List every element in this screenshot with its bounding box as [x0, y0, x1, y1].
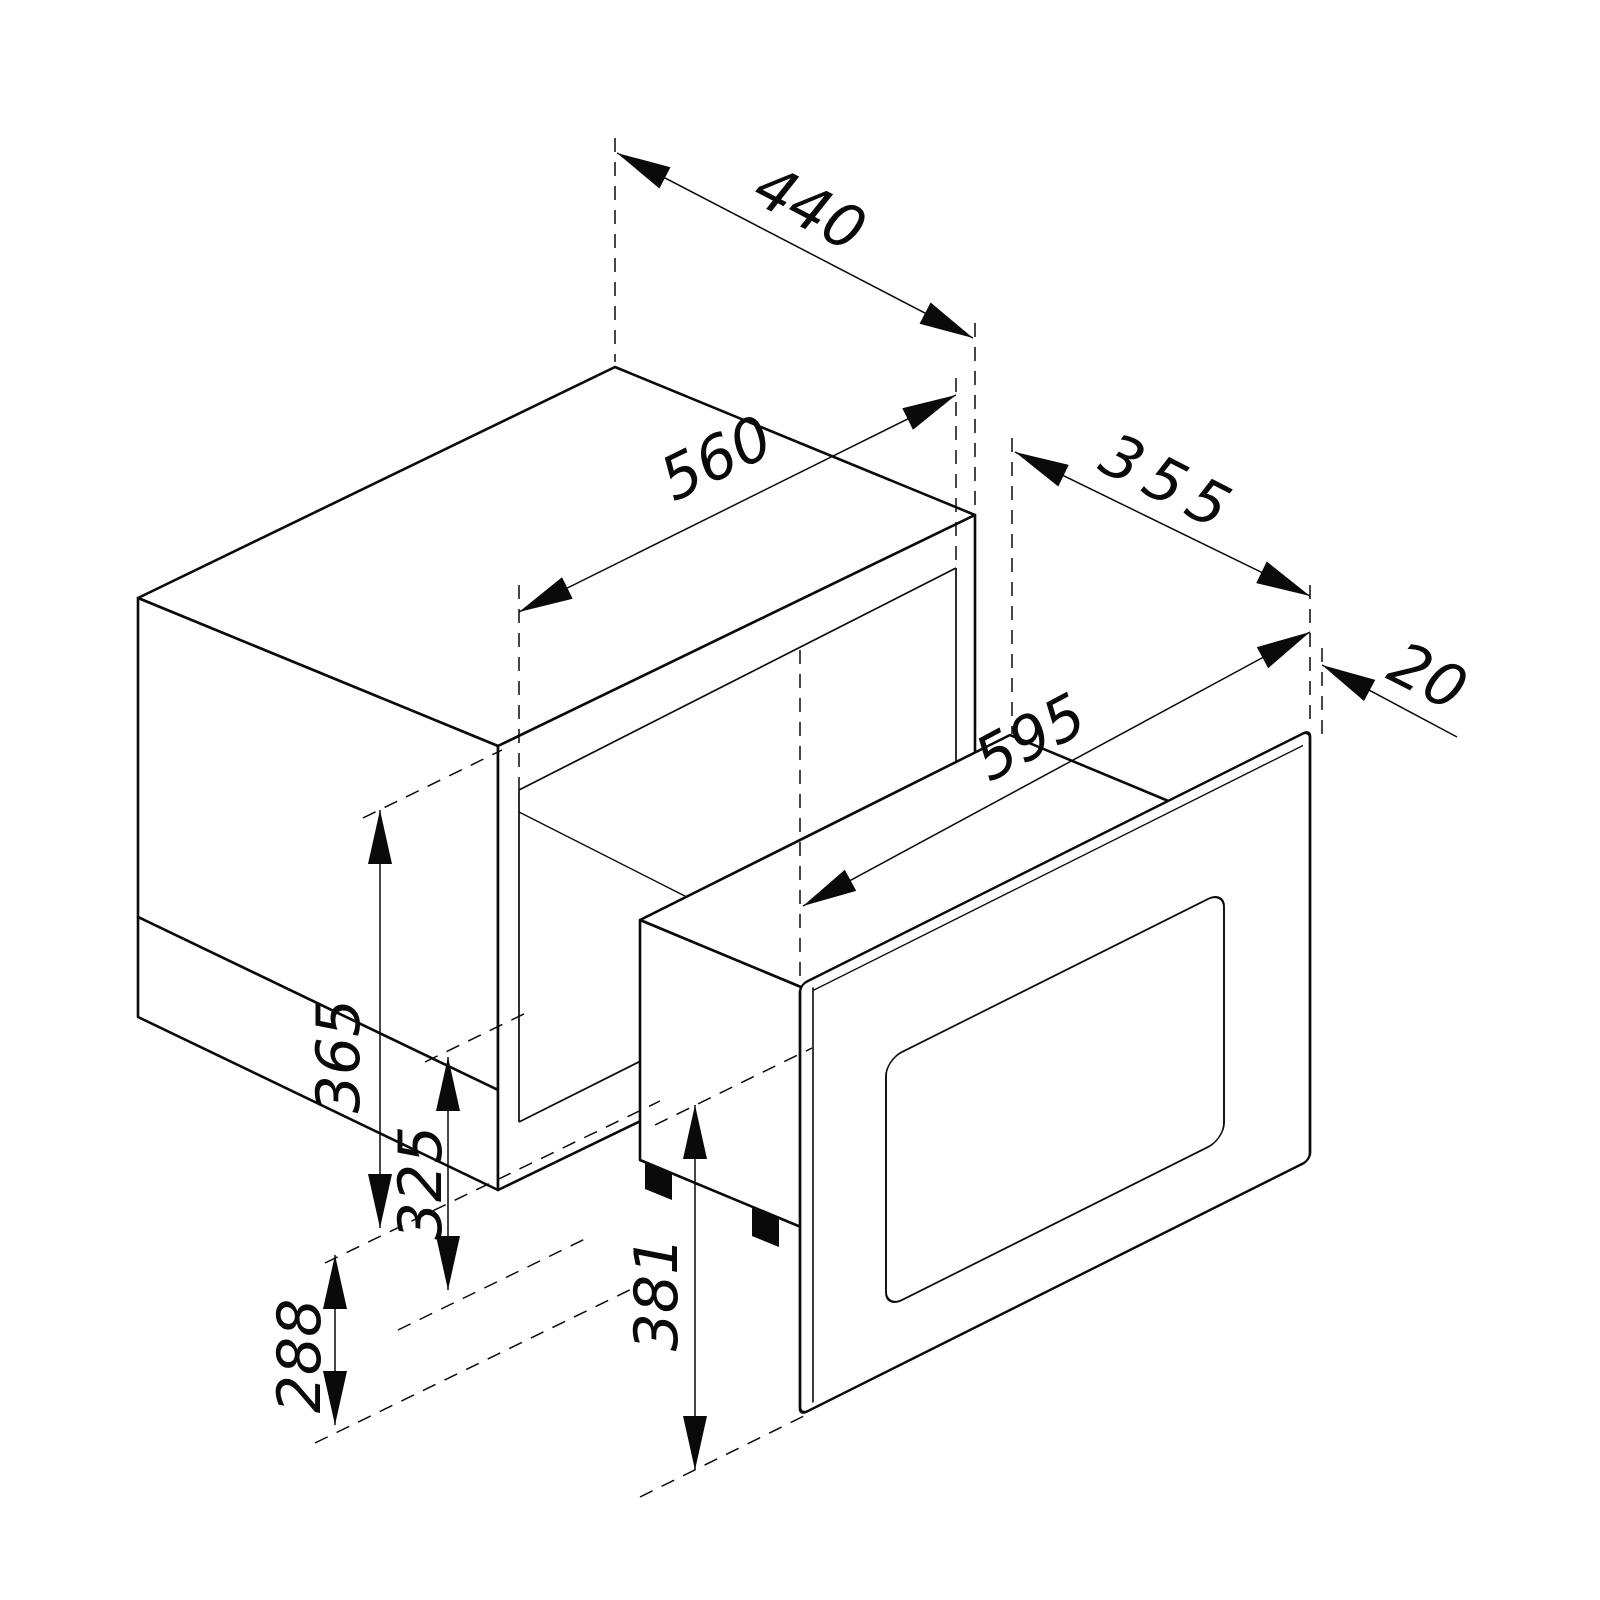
- ext-line-288-bottom: [314, 1284, 641, 1444]
- dim-line-355: [1014, 451, 1311, 597]
- dim-line-20: [1321, 664, 1458, 738]
- dim-label-288: 288: [265, 1299, 335, 1414]
- ext-line-381-top: [654, 1047, 813, 1126]
- dim-label-20: 20: [1378, 628, 1478, 725]
- microwave-foot-rear: [645, 1162, 672, 1200]
- dim-line-440: [616, 152, 974, 339]
- microwave-foot-front: [752, 1208, 779, 1247]
- dim-label-365: 365: [304, 999, 374, 1114]
- dim-line-595: [802, 631, 1311, 907]
- ext-line-365-top: [362, 749, 503, 819]
- ext-line-381-bottom: [639, 1413, 809, 1498]
- ext-line-325-bottom: [397, 1238, 586, 1331]
- dim-label-440: 440: [743, 151, 877, 266]
- dim-line-560: [518, 394, 957, 613]
- dim-label-355: 355: [1089, 420, 1250, 548]
- door-window: [885, 896, 1225, 1303]
- niche-opening-inner-edge: [518, 567, 957, 1123]
- dim-label-325: 325: [386, 1126, 456, 1241]
- ext-line-325-top: [424, 1011, 529, 1063]
- dim-label-381: 381: [622, 1237, 692, 1352]
